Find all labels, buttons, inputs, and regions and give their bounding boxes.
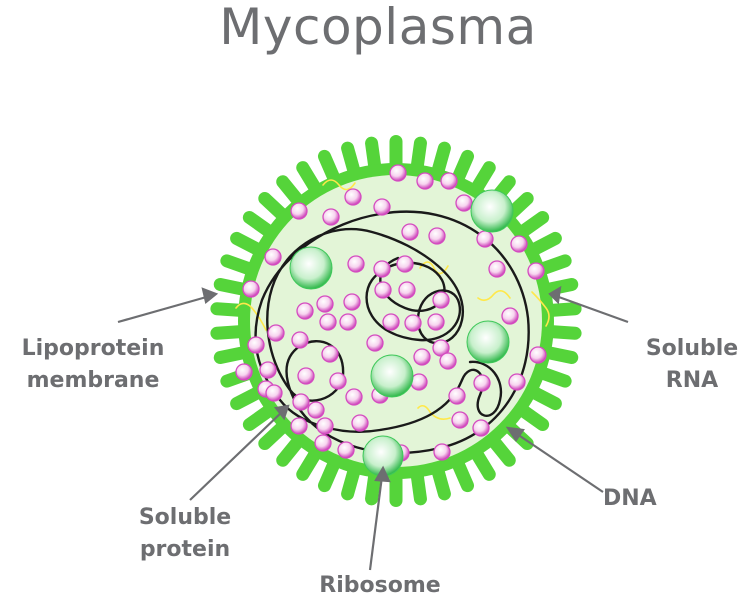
rna-strand — [417, 404, 451, 420]
protein-sphere — [264, 248, 282, 266]
protein-sphere — [247, 336, 265, 354]
protein-sphere — [416, 172, 434, 190]
protein-sphere — [374, 281, 392, 299]
ribosomes — [289, 189, 514, 477]
protein-sphere — [307, 401, 325, 419]
label-soluble-protein: Soluble protein — [138, 505, 232, 562]
rna-strand — [235, 302, 267, 331]
protein-sphere — [337, 441, 355, 459]
protein-sphere — [476, 230, 494, 248]
protein-sphere — [290, 202, 308, 220]
arrow-dna — [513, 431, 604, 493]
protein-sphere — [290, 417, 308, 435]
protein-sphere — [455, 194, 473, 212]
protein-sphere — [366, 334, 384, 352]
protein-sphere — [373, 260, 391, 278]
ribosome-sphere — [370, 354, 414, 398]
protein-sphere — [508, 373, 526, 391]
protein-sphere — [472, 419, 490, 437]
protein-sphere — [343, 293, 361, 311]
protein-sphere — [432, 291, 450, 309]
protein-sphere — [401, 223, 419, 241]
ribosome-sphere — [289, 246, 333, 290]
label-soluble-rna: Soluble RNA — [645, 336, 739, 393]
protein-sphere — [321, 345, 339, 363]
rna-strand — [531, 291, 550, 327]
rna-strand — [477, 290, 511, 302]
arrow-protein — [189, 409, 285, 501]
rna-strand — [322, 179, 356, 191]
protein-sphere — [347, 255, 365, 273]
arrowhead-dna — [505, 426, 525, 442]
protein-sphere — [316, 295, 334, 313]
arrow-lipoprotein — [117, 294, 211, 324]
protein-sphere — [413, 348, 431, 366]
protein-sphere — [398, 281, 416, 299]
protein-sphere — [345, 388, 363, 406]
protein-sphere — [319, 313, 337, 331]
arrowhead-rna — [548, 285, 562, 305]
protein-sphere — [501, 307, 519, 325]
protein-sphere — [396, 255, 414, 273]
protein-sphere — [314, 434, 332, 452]
protein-sphere — [292, 393, 310, 411]
label-ribosome: Ribosome — [319, 573, 441, 598]
protein-sphere — [389, 164, 407, 182]
protein-sphere — [297, 367, 315, 385]
protein-sphere — [351, 414, 369, 432]
protein-sphere — [433, 443, 451, 461]
protein-sphere — [242, 280, 260, 298]
protein-sphere — [448, 387, 466, 405]
protein-sphere — [291, 331, 309, 349]
arrowhead-protein — [273, 404, 290, 421]
protein-sphere — [329, 372, 347, 390]
protein-sphere — [428, 227, 446, 245]
protein-sphere — [527, 262, 545, 280]
arrow-rna — [555, 294, 629, 324]
soluble-rna-strands — [235, 179, 550, 420]
protein-sphere — [382, 313, 400, 331]
arrowhead-ribosome — [374, 465, 391, 483]
protein-sphere — [404, 314, 422, 332]
arrow-ribosome — [368, 475, 384, 571]
protein-sphere — [427, 313, 445, 331]
protein-sphere — [339, 313, 357, 331]
diagram-title: Mycoplasma — [219, 0, 537, 56]
protein-sphere — [235, 363, 253, 381]
ribosome-sphere — [466, 320, 510, 364]
protein-sphere — [451, 411, 469, 429]
label-lipoprotein-membrane: Lipoprotein membrane — [21, 336, 165, 393]
pointer-arrows — [117, 285, 629, 571]
label-dna: DNA — [603, 486, 657, 511]
protein-sphere — [344, 188, 362, 206]
ribosome-sphere — [470, 189, 514, 233]
protein-sphere — [316, 417, 334, 435]
protein-sphere — [259, 361, 277, 379]
protein-sphere — [488, 260, 506, 278]
protein-sphere — [439, 352, 457, 370]
protein-sphere — [529, 346, 547, 364]
arrowhead-lipoprotein — [201, 287, 219, 304]
protein-sphere — [265, 384, 283, 402]
protein-sphere — [440, 172, 458, 190]
protein-sphere — [473, 374, 491, 392]
protein-sphere — [510, 235, 528, 253]
protein-sphere — [322, 208, 340, 226]
protein-sphere — [373, 198, 391, 216]
protein-sphere — [296, 302, 314, 320]
protein-sphere — [267, 324, 285, 342]
